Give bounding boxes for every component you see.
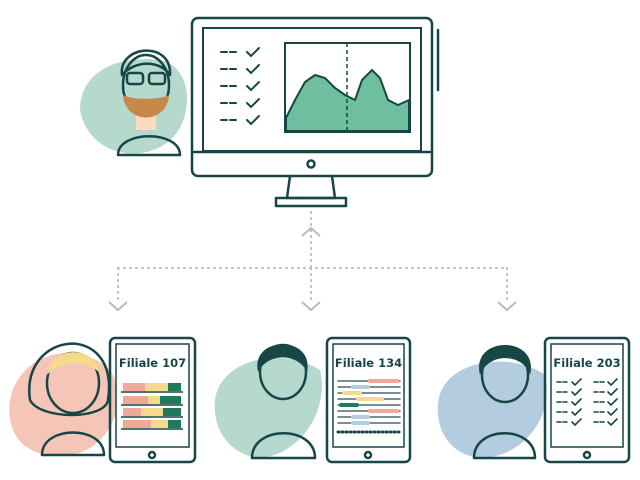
arrow-up-icon xyxy=(301,226,321,237)
tablet-filiale-134: Filiale 134 xyxy=(325,336,412,464)
employee-avatar-1 xyxy=(9,342,118,457)
area-chart xyxy=(284,42,411,133)
branch-label: Filiale 203 xyxy=(553,356,620,370)
branch-label: Filiale 107 xyxy=(119,356,186,370)
connector-lines xyxy=(117,211,508,301)
employee-avatar-2 xyxy=(214,343,322,460)
checklist-icon xyxy=(556,378,618,427)
shelf-chart xyxy=(121,383,183,430)
tablet-filiale-203: Filiale 203 xyxy=(543,336,631,464)
monitor xyxy=(190,16,440,208)
home-button-icon xyxy=(582,450,592,460)
branch-label: Filiale 134 xyxy=(335,356,402,370)
manager-avatar xyxy=(80,49,187,157)
checklist-icon xyxy=(220,47,260,126)
employee-avatar-3 xyxy=(437,345,547,460)
home-button-icon xyxy=(147,450,157,460)
home-button-icon xyxy=(363,450,373,460)
tablet-filiale-107: Filiale 107 xyxy=(108,336,197,464)
gantt-chart xyxy=(336,379,402,434)
arrow-down-icon xyxy=(108,301,517,312)
power-button-icon xyxy=(306,159,316,169)
